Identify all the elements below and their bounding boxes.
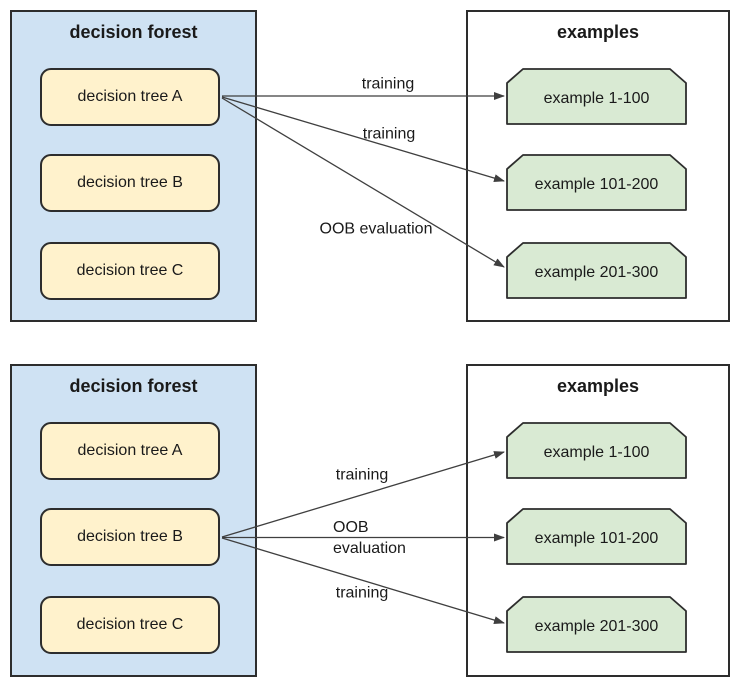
forest-title: decision forest bbox=[69, 376, 198, 396]
tree-node-label: decision tree B bbox=[77, 174, 183, 191]
arrow-label-oob-evaluation: OOB evaluation bbox=[319, 220, 433, 238]
arrow-tree-a-to-example-201-300 bbox=[221, 97, 505, 268]
tree-node-label: decision tree B bbox=[77, 528, 183, 545]
decision-tree-b-node: decision tree B bbox=[40, 508, 220, 566]
arrow-tree-b-to-example-201-300 bbox=[221, 537, 505, 624]
example-101-200-node: example 101-200 bbox=[506, 508, 687, 565]
card-shape bbox=[506, 154, 687, 211]
decision-forest-container: decision forest decision tree A decision… bbox=[10, 10, 257, 322]
example-101-200-node: example 101-200 bbox=[506, 154, 687, 211]
examples-title: examples bbox=[556, 376, 640, 396]
examples-container: examples example 1-100 example 101-200 e… bbox=[466, 10, 730, 322]
examples-title: examples bbox=[556, 22, 640, 42]
decision-tree-a-node: decision tree A bbox=[40, 68, 220, 126]
tree-node-label: decision tree A bbox=[77, 442, 183, 459]
tree-node-label: decision tree A bbox=[77, 88, 183, 105]
card-shape bbox=[506, 508, 687, 565]
decision-forest-container: decision forest decision tree A decision… bbox=[10, 364, 257, 677]
arrows-layer bbox=[221, 92, 505, 268]
arrow-tree-a-to-example-101-200 bbox=[221, 96, 505, 182]
card-shape bbox=[506, 596, 687, 653]
arrow-label-training-2: training bbox=[335, 584, 389, 602]
example-node-label: example 101-200 bbox=[534, 529, 659, 547]
example-1-100-node: example 1-100 bbox=[506, 68, 687, 125]
example-node-label: example 201-300 bbox=[534, 617, 659, 635]
example-201-300-node: example 201-300 bbox=[506, 596, 687, 653]
example-node-label: example 201-300 bbox=[534, 263, 659, 281]
tree-node-label: decision tree C bbox=[76, 616, 184, 633]
card-shape bbox=[506, 242, 687, 299]
card-shape bbox=[506, 68, 687, 125]
forest-title: decision forest bbox=[69, 22, 198, 42]
arrow-label-oob-evaluation: OOB evaluation bbox=[333, 519, 406, 557]
diagram-tree-a: decision forest decision tree A decision… bbox=[0, 0, 737, 342]
example-node-label: example 101-200 bbox=[534, 175, 659, 193]
arrow-label-training-1: training bbox=[335, 466, 389, 484]
example-node-label: example 1-100 bbox=[543, 443, 650, 461]
decision-tree-c-node: decision tree C bbox=[40, 242, 220, 300]
example-node-label: example 1-100 bbox=[543, 89, 650, 107]
example-1-100-node: example 1-100 bbox=[506, 422, 687, 479]
examples-container: examples example 1-100 example 101-200 e… bbox=[466, 364, 730, 677]
decision-tree-c-node: decision tree C bbox=[40, 596, 220, 654]
tree-node-label: decision tree C bbox=[76, 262, 184, 279]
arrow-label-training-1: training bbox=[361, 75, 415, 93]
decision-tree-a-node: decision tree A bbox=[40, 422, 220, 480]
example-201-300-node: example 201-300 bbox=[506, 242, 687, 299]
arrow-tree-b-to-example-1-100 bbox=[221, 451, 505, 538]
diagram-tree-b: decision forest decision tree A decision… bbox=[0, 342, 737, 685]
arrow-label-training-2: training bbox=[362, 125, 416, 143]
decision-tree-b-node: decision tree B bbox=[40, 154, 220, 212]
card-shape bbox=[506, 422, 687, 479]
arrows-layer bbox=[221, 451, 505, 624]
